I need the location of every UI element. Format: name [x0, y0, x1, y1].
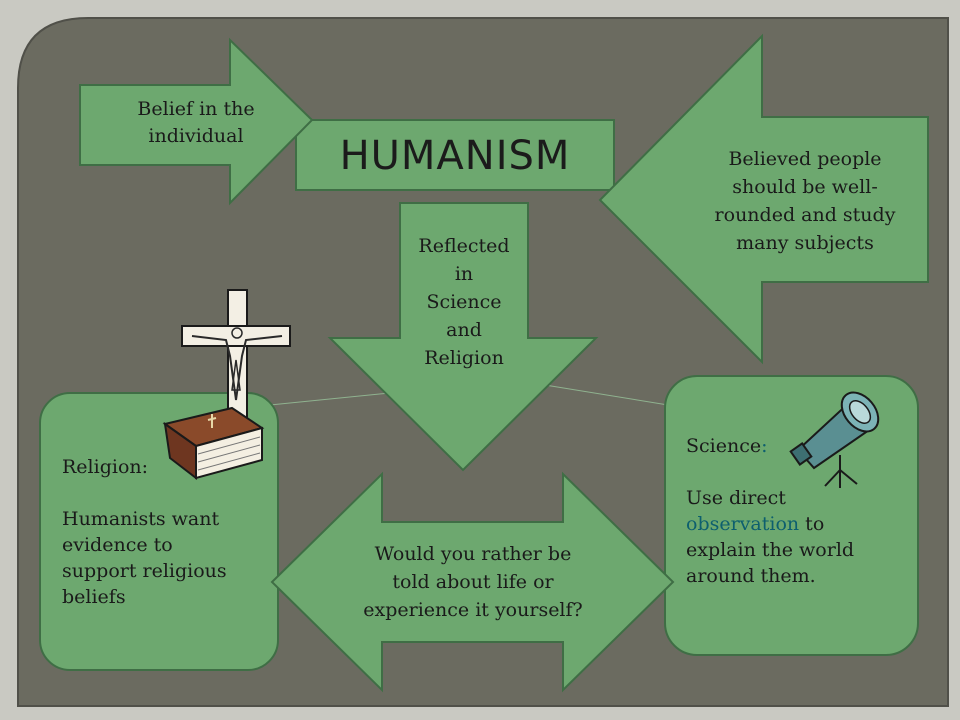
connector-line-left [269, 391, 401, 406]
science-observation-word: observation [686, 513, 800, 535]
arrow-well-rounded-line: should be well- [732, 176, 878, 198]
science-box-text: Science: Use direct observation to expla… [686, 433, 896, 589]
arrow-well-rounded-label: Believed people should be well- rounded … [690, 145, 920, 257]
title-box [295, 119, 615, 191]
science-body-line: explain the world [686, 539, 855, 561]
science-body-line: around them. [686, 565, 816, 587]
diagram-title: HUMANISM [339, 133, 571, 179]
science-heading-row: Science: [686, 433, 896, 459]
religion-body-line: support religious [62, 560, 227, 582]
crucifix-icon [181, 289, 291, 431]
science-box [664, 375, 919, 656]
arrow-well-rounded-line: many subjects [736, 232, 874, 254]
religion-heading: Religion: [62, 456, 149, 478]
arrow-reflected-line: in [454, 263, 474, 285]
double-arrow-line: told about life or [392, 571, 554, 593]
arrow-individual-label: Belief in the individual [96, 96, 296, 150]
religion-box-text: Religion: Humanists want evidence to sup… [62, 454, 267, 610]
connector-line-right [544, 384, 669, 406]
arrow-reflected-line: Reflected [418, 235, 510, 257]
arrow-reflected-line: Science [426, 291, 502, 313]
arrow-individual-line: individual [148, 125, 244, 147]
arrow-reflected [327, 202, 599, 472]
arrow-reflected-label: Reflected in Science and Religion [398, 232, 530, 372]
double-arrow-line: experience it yourself? [363, 599, 583, 621]
religion-body-line: Humanists want [62, 508, 220, 530]
double-arrow-question [270, 471, 675, 693]
science-body-fragment: to [799, 513, 825, 535]
arrow-belief-individual [79, 37, 314, 206]
arrow-individual-line: Belief in the [137, 98, 255, 120]
science-body-line: Use direct [686, 487, 786, 509]
arrow-reflected-line: and [446, 319, 482, 341]
science-heading-colon: : [761, 435, 768, 457]
arrow-reflected-line: Religion [424, 347, 504, 369]
double-arrow-label: Would you rather be told about life or e… [335, 540, 611, 624]
bible-book-icon [162, 406, 265, 481]
religion-body-line: evidence to [62, 534, 173, 556]
arrow-well-rounded-line: rounded and study [714, 204, 896, 226]
arrow-well-rounded-line: Believed people [728, 148, 882, 170]
spacer [62, 480, 267, 506]
spacer [686, 459, 896, 485]
telescope-icon [789, 391, 880, 488]
double-arrow-line: Would you rather be [374, 543, 572, 565]
arrow-well-rounded [598, 33, 929, 365]
science-heading: Science [686, 435, 762, 457]
science-body-row: observation to [686, 511, 896, 537]
religion-body-line: beliefs [62, 586, 126, 608]
